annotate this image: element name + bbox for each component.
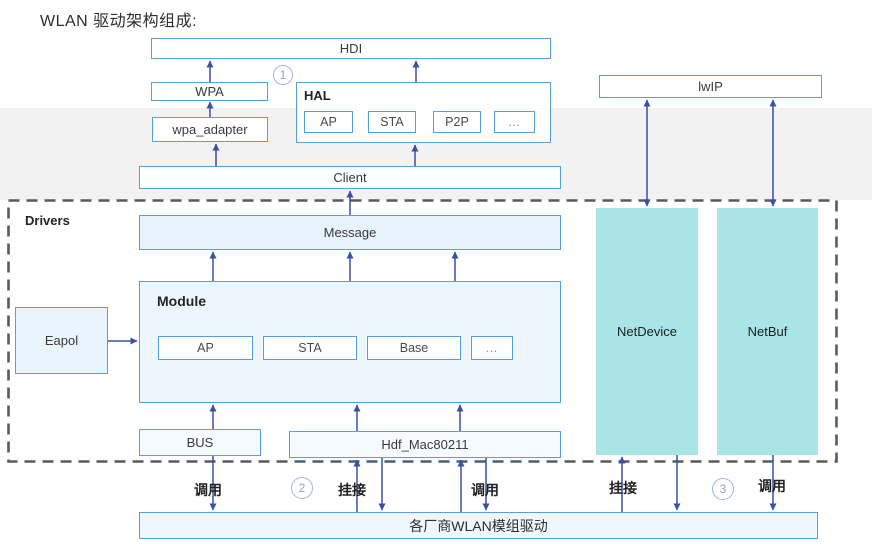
box-message: Message	[139, 215, 561, 250]
box-wpa-adapter: wpa_adapter	[152, 117, 268, 142]
drivers-region-label: Drivers	[25, 213, 70, 228]
box-wpa: WPA	[151, 82, 268, 101]
box-bus: BUS	[139, 429, 261, 456]
step-circle-2: 2	[291, 477, 313, 499]
box-hal: HAL AP STA P2P …	[296, 82, 551, 143]
step-circle-3: 3	[712, 478, 734, 500]
hal-item-sta: STA	[368, 111, 416, 133]
box-vendor-module-driver: 各厂商WLAN模组驱动	[139, 512, 818, 539]
flow-label-hook-2: 挂接	[609, 480, 637, 496]
flow-label-call-3: 调用	[758, 478, 786, 494]
module-label: Module	[157, 293, 206, 309]
box-lwip: lwIP	[599, 75, 822, 98]
box-eapol: Eapol	[15, 307, 108, 374]
page-title: WLAN 驱动架构组成:	[40, 13, 198, 30]
hal-item-ap: AP	[304, 111, 353, 133]
box-netbuf: NetBuf	[717, 208, 818, 455]
module-item-ap: AP	[158, 336, 253, 360]
box-hdf-mac80211: Hdf_Mac80211	[289, 431, 561, 458]
flow-label-hook-1: 挂接	[338, 482, 366, 498]
box-hdi: HDI	[151, 38, 551, 59]
flow-label-call-1: 调用	[194, 482, 222, 498]
module-item-base: Base	[367, 336, 461, 360]
box-module: Module AP STA Base …	[139, 281, 561, 403]
hal-label: HAL	[304, 88, 331, 103]
flow-label-call-2: 调用	[471, 482, 499, 498]
hal-item-p2p: P2P	[433, 111, 481, 133]
step-circle-1: 1	[273, 65, 293, 85]
box-netdevice: NetDevice	[596, 208, 698, 455]
box-client: Client	[139, 166, 561, 189]
hal-item-more: …	[494, 111, 535, 133]
module-item-sta: STA	[263, 336, 357, 360]
module-item-more: …	[471, 336, 513, 360]
